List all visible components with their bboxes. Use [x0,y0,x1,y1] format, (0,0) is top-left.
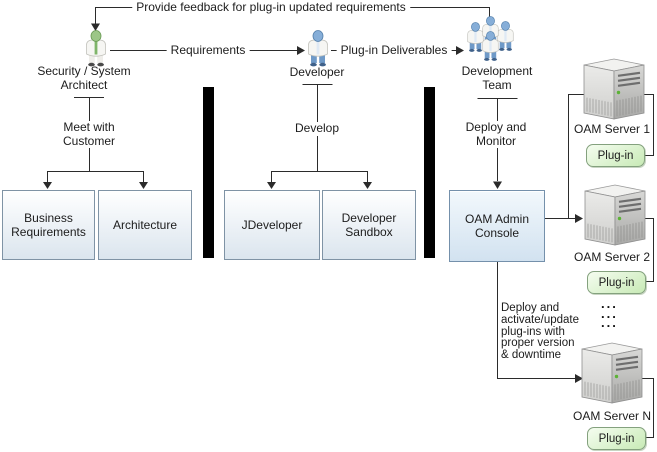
developer-label: Developer [289,65,345,79]
plugin-badge-2: Plug-in [587,271,646,294]
deploy-monitor-label: Deploy and Monitor [462,120,530,148]
feedback-label: Provide feedback for plug-in updated req… [132,0,410,15]
server1-branch-line [568,94,654,219]
box-business-requirements: Business Requirements [2,190,95,260]
box-architecture: Architecture [98,190,192,260]
oam-server-n-label: OAM Server N [572,409,652,423]
develop-label: Develop [291,121,343,136]
separator-bar-1 [203,87,214,258]
servers-ellipsis: ... ... ... [601,296,618,330]
team-label: Development Team [461,64,533,92]
architect-label: Security / System Architect [37,64,131,92]
developer-icon [304,30,332,67]
arrowheads [43,23,583,383]
oam-server-2-icon [583,181,647,247]
box-jdeveloper: JDeveloper [224,190,320,260]
plugin-badge-1: Plug-in [586,144,645,167]
deploy-activate-note: Deploy and activate/update plug-ins with… [501,302,580,362]
plugin-badge-n: Plug-in [587,427,646,450]
box-oam-admin-console: OAM Admin Console [449,190,545,262]
serverN-plugin-line [640,378,654,438]
oam-server-2-label: OAM Server 2 [573,250,651,264]
development-team-icon [467,16,514,62]
security-architect-icon [82,30,110,67]
deploy-activate-line [497,260,576,379]
deliverables-flow-label: Plug-in Deliverables [336,43,452,58]
box-developer-sandbox: Developer Sandbox [322,190,416,260]
server2-plugin-line [640,218,654,282]
separator-bar-2 [424,87,435,258]
meet-with-customer-label: Meet with Customer [59,120,119,148]
oam-server-1-icon [582,55,646,121]
oam-server-1-label: OAM Server 1 [573,122,651,136]
requirements-flow-label: Requirements [166,43,250,58]
